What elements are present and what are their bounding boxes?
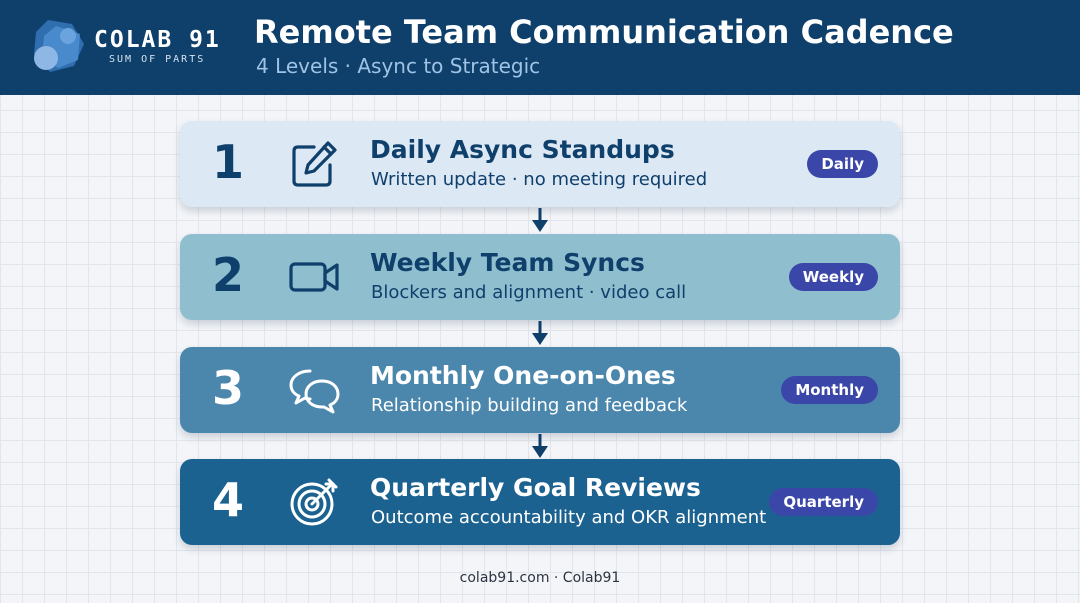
level-card-quarterly: 4 Quarterly Goal Reviews Outcome account… bbox=[180, 459, 900, 545]
level-title: Daily Async Standups bbox=[370, 135, 675, 164]
frequency-badge: Weekly bbox=[788, 263, 878, 291]
level-title: Quarterly Goal Reviews bbox=[370, 473, 701, 502]
page-subtitle: 4 Levels · Async to Strategic bbox=[256, 54, 541, 78]
level-description: Relationship building and feedback bbox=[371, 395, 688, 416]
page-title: Remote Team Communication Cadence bbox=[254, 13, 954, 51]
frequency-badge: Monthly bbox=[781, 376, 878, 404]
level-description: Blockers and alignment · video call bbox=[371, 282, 687, 303]
target-arrow-icon bbox=[290, 478, 338, 526]
level-description: Outcome accountability and OKR alignment bbox=[371, 507, 767, 528]
level-number: 1 bbox=[212, 135, 245, 189]
header-bar: COLAB 91 SUM OF PARTS Remote Team Commun… bbox=[0, 0, 1080, 95]
chat-bubbles-icon bbox=[289, 369, 340, 414]
level-description: Written update · no meeting required bbox=[371, 169, 708, 190]
level-card-weekly: 2 Weekly Team Syncs Blockers and alignme… bbox=[180, 234, 900, 320]
level-number: 4 bbox=[212, 473, 245, 527]
down-arrow-icon bbox=[532, 208, 548, 232]
level-card-daily: 1 Daily Async Standups Written update · … bbox=[180, 121, 900, 207]
pencil-square-icon bbox=[292, 141, 337, 187]
level-number: 2 bbox=[212, 248, 245, 302]
footer-credit: colab91.com · Colab91 bbox=[459, 570, 621, 586]
down-arrow-icon bbox=[532, 321, 548, 345]
frequency-badge: Daily bbox=[807, 150, 878, 178]
video-camera-icon bbox=[289, 262, 339, 292]
level-title: Monthly One-on-Ones bbox=[370, 361, 676, 390]
level-title: Weekly Team Syncs bbox=[370, 248, 645, 277]
brand-tagline: SUM OF PARTS bbox=[109, 54, 206, 65]
brand-name: COLAB 91 bbox=[94, 27, 221, 53]
down-arrow-icon bbox=[532, 434, 548, 458]
level-card-monthly: 3 Monthly One-on-Ones Relationship build… bbox=[180, 347, 900, 433]
colab-logo-icon bbox=[34, 20, 84, 72]
level-number: 3 bbox=[212, 361, 245, 415]
frequency-badge: Quarterly bbox=[769, 488, 878, 516]
